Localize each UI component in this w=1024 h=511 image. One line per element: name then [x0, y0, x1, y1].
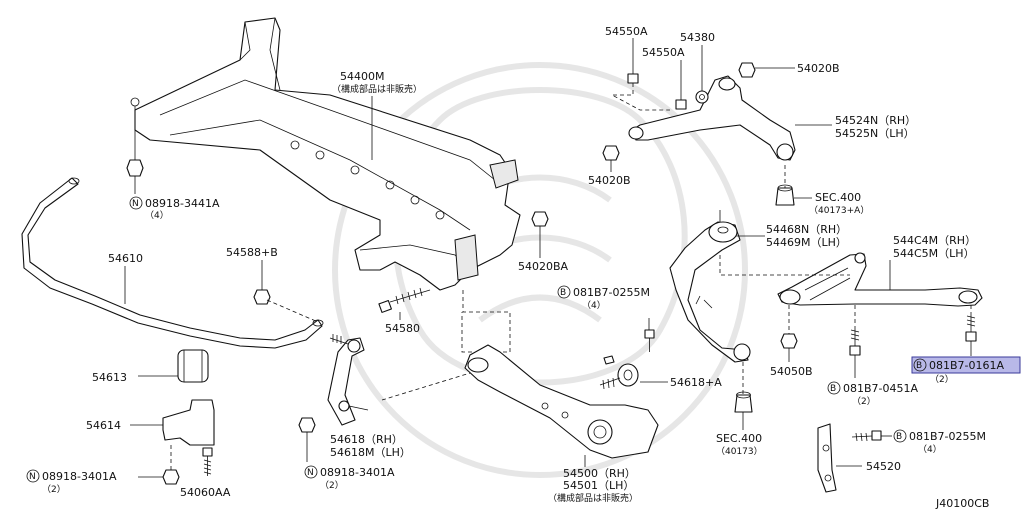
svg-text:N: N: [29, 472, 36, 482]
label-54618A: 54618+A: [670, 376, 722, 389]
lower-link-54500[interactable]: [464, 344, 659, 459]
label-54400M: 54400M: [340, 70, 384, 83]
upper-link-54524N[interactable]: [628, 75, 832, 161]
label-54050B: 54050B: [770, 365, 813, 378]
label-08918-3441A-qty: （4）: [145, 210, 169, 221]
bolt-badge-icon: B: [913, 358, 927, 372]
bushing-sec400-40173[interactable]: [734, 362, 753, 430]
bolt-badge-icon: B: [557, 285, 571, 299]
label-54550A-mid: 54550A: [642, 46, 685, 59]
svg-text:B: B: [896, 432, 902, 442]
label-54501: 54501（LH）: [563, 479, 634, 492]
bracket-54614[interactable]: [130, 399, 215, 446]
stabilizer-bar-54610[interactable]: [21, 177, 324, 349]
stabilizer-link-54618[interactable]: [327, 334, 369, 426]
label-08918-3401A-mid-qty: （2）: [320, 480, 344, 491]
nut-08918-3401A-mid[interactable]: [298, 417, 316, 462]
label-08918-3441A: 08918-3441A: [145, 197, 220, 210]
bolt-badge-icon: B: [893, 429, 907, 443]
subframe-54400M[interactable]: [130, 17, 521, 291]
label-54550A-top: 54550A: [605, 25, 648, 38]
label-54525N: 54525N（LH）: [835, 127, 915, 140]
highlighted-part-callout[interactable]: B 081B7-0161A: [911, 356, 1021, 374]
label-081B7-0255M-mid-qty: （4）: [582, 300, 606, 311]
label-54380: 54380: [680, 31, 715, 44]
label-08918-3401A-left-qty: （2）: [42, 484, 66, 495]
label-081B7-0451A: 081B7-0451A: [843, 382, 919, 395]
svg-text:B: B: [830, 384, 836, 394]
label-081B7-0255M-mid: 081B7-0255M: [573, 286, 650, 299]
label-54500: 54500（RH）: [563, 467, 636, 480]
bolt-081B7-0255M-mid[interactable]: [644, 318, 655, 352]
label-54614: 54614: [86, 419, 121, 432]
label-54524N: 54524N（RH）: [835, 114, 916, 127]
label-54610: 54610: [108, 252, 143, 265]
label-081B7-0161A: 081B7-0161A: [929, 359, 1005, 372]
bolt-54550A-top[interactable]: [627, 38, 639, 84]
label-54468N: 54468N（RH）: [766, 223, 847, 236]
label-sec400-b: SEC.400: [716, 432, 762, 445]
label-08918-3401A-mid: 08918-3401A: [320, 466, 395, 479]
label-081B7-0451A-qty: （2）: [852, 396, 876, 407]
bolt-081B7-0255M-right[interactable]: [851, 430, 892, 442]
nut-54020BA[interactable]: [531, 211, 549, 258]
bolt-badge-icon: B: [827, 381, 841, 395]
label-54580: 54580: [385, 322, 420, 335]
bolt-081B7-0451A[interactable]: [849, 305, 861, 378]
label-54020B-left: 54020B: [588, 174, 631, 187]
bolt-54550A-mid[interactable]: [675, 60, 687, 110]
bushing-54618A[interactable]: [599, 355, 668, 390]
label-54618M: 54618M（LH）: [330, 446, 411, 459]
bracket-54520[interactable]: [817, 423, 862, 493]
nut-54588B[interactable]: [253, 289, 319, 323]
label-54060AA: 54060AA: [180, 486, 231, 499]
bolt-54580[interactable]: [378, 287, 431, 320]
nut-54050B[interactable]: [780, 305, 798, 362]
nut-08918-3441A[interactable]: [126, 159, 144, 194]
label-54469M: 54469M（LH）: [766, 236, 847, 249]
label-08918-3401A-left: 08918-3401A: [42, 470, 117, 483]
label-54501-note: （構成部品は非販売）: [548, 492, 638, 504]
label-54588B: 54588+B: [226, 246, 278, 259]
label-54613: 54613: [92, 371, 127, 384]
label-54020BA: 54020BA: [518, 260, 569, 273]
bushing-sec400-40173A[interactable]: [775, 165, 812, 206]
svg-text:B: B: [916, 361, 922, 371]
nut-54020B-top[interactable]: [738, 62, 795, 78]
label-081B7-0255M-right-qty: （4）: [918, 444, 942, 455]
front-link-54468N[interactable]: [669, 210, 765, 363]
label-sec400-a-sub: （40173+A）: [809, 205, 869, 216]
label-081B7-0161A-qty: （2）: [930, 374, 954, 385]
label-sec400-b-sub: （40173）: [716, 446, 763, 457]
label-sec400-a: SEC.400: [815, 191, 861, 204]
label-544C5M: 544C5M（LH）: [893, 247, 975, 260]
label-54618RH: 54618（RH）: [330, 433, 403, 446]
label-54400M-note: （構成部品は非販売）: [332, 83, 422, 95]
bushing-54613[interactable]: [138, 349, 209, 383]
washer-54380[interactable]: [695, 45, 709, 104]
nut-08918-3401A-left[interactable]: [162, 445, 180, 485]
nut-badge-icon: N: [26, 469, 40, 483]
tension-rod-544C4M[interactable]: [719, 252, 983, 307]
svg-text:N: N: [132, 199, 139, 209]
nut-54020B-left[interactable]: [602, 145, 620, 172]
nut-badge-icon: N: [129, 196, 143, 210]
label-54020B-top: 54020B: [797, 62, 840, 75]
diagram-code: J40100CB: [935, 497, 989, 510]
nut-badge-icon: N: [304, 465, 318, 479]
svg-text:N: N: [307, 468, 314, 478]
svg-text:B: B: [560, 288, 566, 298]
watermark-logo: [332, 62, 748, 478]
label-081B7-0255M-right: 081B7-0255M: [909, 430, 986, 443]
label-54520: 54520: [866, 460, 901, 473]
bolt-54060AA[interactable]: [202, 447, 213, 476]
label-544C4M: 544C4M（RH）: [893, 234, 976, 247]
bolt-081B7-0161A[interactable]: [965, 305, 977, 356]
